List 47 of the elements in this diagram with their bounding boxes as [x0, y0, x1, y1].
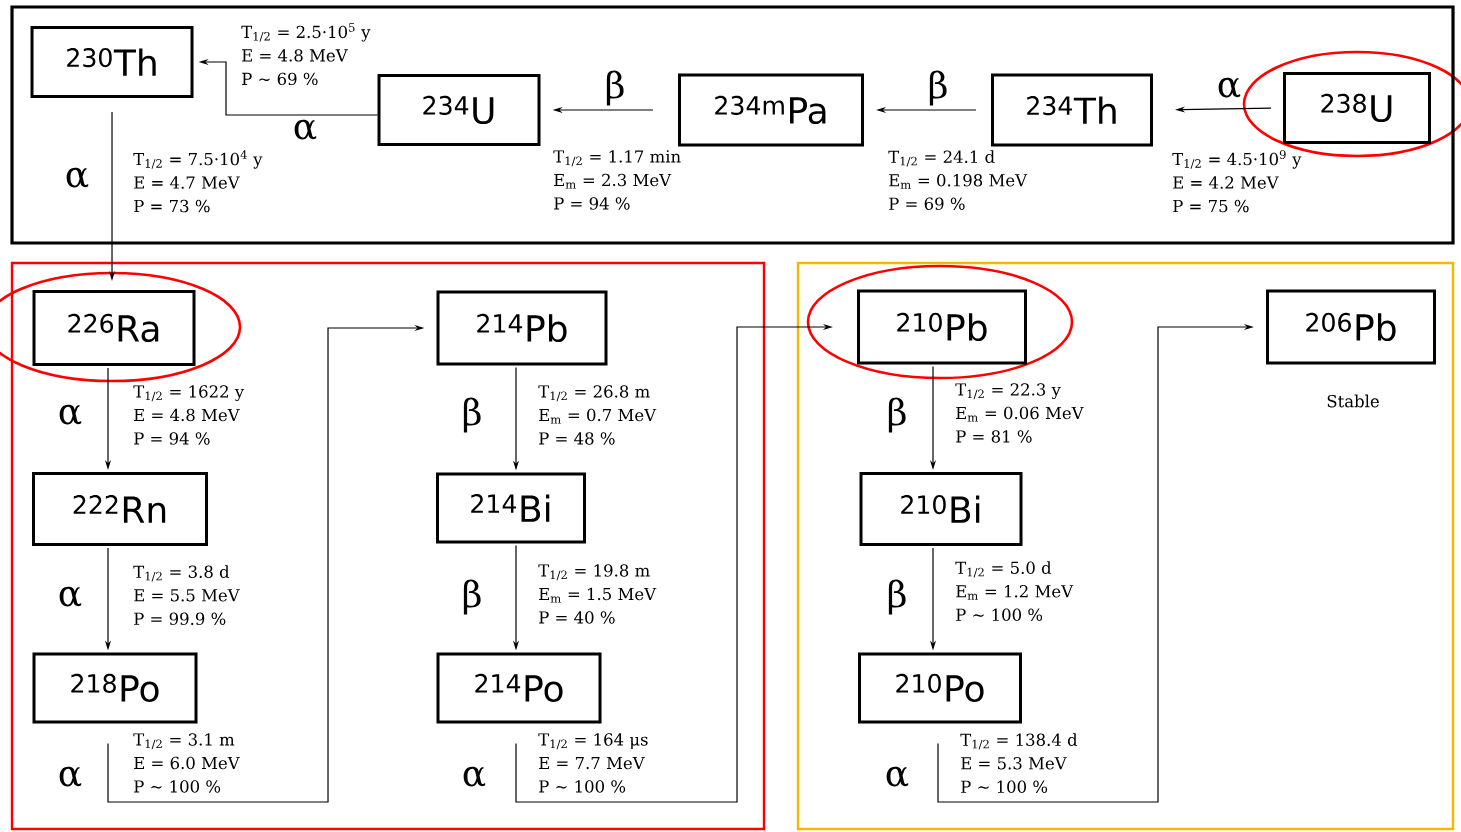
nuclide-box: $^{214}$Pb [436, 290, 608, 366]
decay-symbol: α [63, 166, 91, 190]
panel-frame [10, 261, 766, 831]
decay-symbol: β [885, 396, 909, 434]
decay-symbol: α [56, 403, 84, 427]
nuclide-box: $^{234m}$Pa [678, 73, 864, 147]
decay-symbol: α [1215, 76, 1243, 100]
decay-parameters: T$_{1/2}$ = 1.17 min E$_{m}$ = 2.3 MeV P = 94 % [553, 150, 681, 210]
decay-parameters: T$_{1/2}$ = 26.8 m E$_{m}$ = 0.7 MeV P = 48 % [538, 385, 657, 445]
decay-symbol: α [291, 118, 319, 142]
decay-parameters: T$_{1/2}$ = 2.5·10$^{5}$ y E = 4.8 MeV P ~ 69 % [241, 23, 371, 86]
nuclide-box: $^{230}$Th [30, 26, 194, 98]
decay-parameters: T$_{1/2}$ = 3.8 d E = 5.5 MeV P = 99.9 % [133, 565, 240, 625]
decay-symbol: β [603, 69, 627, 107]
panel-frame [796, 261, 1455, 831]
decay-symbol: β [460, 396, 484, 434]
decay-parameters: T$_{1/2}$ = 1622 y E = 4.8 MeV P = 94 % [133, 385, 245, 445]
decay-parameters: T$_{1/2}$ = 7.5·10$^{4}$ y E = 4.7 MeV P = 73 % [133, 150, 263, 213]
decay-symbol: α [56, 585, 84, 609]
nuclide-box: $^{234}$U [377, 74, 541, 146]
decay-symbol: β [926, 69, 950, 107]
decay-parameters: T$_{1/2}$ = 164 μs E = 7.7 MeV P ~ 100 % [538, 733, 648, 793]
decay-parameters: T$_{1/2}$ = 22.3 y E$_{m}$ = 0.06 MeV P = 81 % [955, 383, 1084, 443]
nuclide-box: $^{206}$Pb [1266, 289, 1436, 365]
decay-symbol: α [883, 765, 911, 789]
decay-symbol: β [885, 578, 909, 616]
stable-label: Stable [1327, 394, 1379, 408]
decay-parameters: T$_{1/2}$ = 5.0 d E$_{m}$ = 1.2 MeV P ~ 100 % [955, 561, 1074, 621]
panel-frame [10, 5, 1455, 245]
decay-symbol: α [56, 765, 84, 789]
nuclide-box: $^{238}$U [1283, 72, 1431, 144]
nuclide-box: $^{210}$Bi [859, 472, 1023, 546]
decay-parameters: T$_{1/2}$ = 19.8 m E$_{m}$ = 1.5 MeV P = 40 % [538, 564, 657, 624]
nuclide-box: $^{226}$Ra [32, 290, 196, 366]
nuclide-box: $^{210}$Pb [857, 289, 1027, 365]
decay-symbol: α [460, 765, 488, 789]
nuclide-box: $^{222}$Rn [32, 472, 208, 546]
decay-parameters: T$_{1/2}$ = 24.1 d E$_{m}$ = 0.198 MeV P = 69 % [888, 150, 1028, 210]
decay-parameters: T$_{1/2}$ = 4.5·10$^{9}$ y E = 4.2 MeV P = 75 % [1172, 150, 1302, 213]
nuclide-box: $^{234}$Th [991, 73, 1153, 147]
nuclide-box: $^{210}$Po [858, 652, 1022, 724]
nuclide-box: $^{214}$Bi [436, 472, 586, 544]
decay-symbol: β [460, 578, 484, 616]
decay-parameters: T$_{1/2}$ = 138.4 d E = 5.3 MeV P ~ 100 % [960, 733, 1078, 793]
nuclide-box: $^{218}$Po [32, 652, 198, 724]
nuclide-box: $^{214}$Po [436, 652, 602, 724]
decay-parameters: T$_{1/2}$ = 3.1 m E = 6.0 MeV P ~ 100 % [133, 733, 240, 793]
